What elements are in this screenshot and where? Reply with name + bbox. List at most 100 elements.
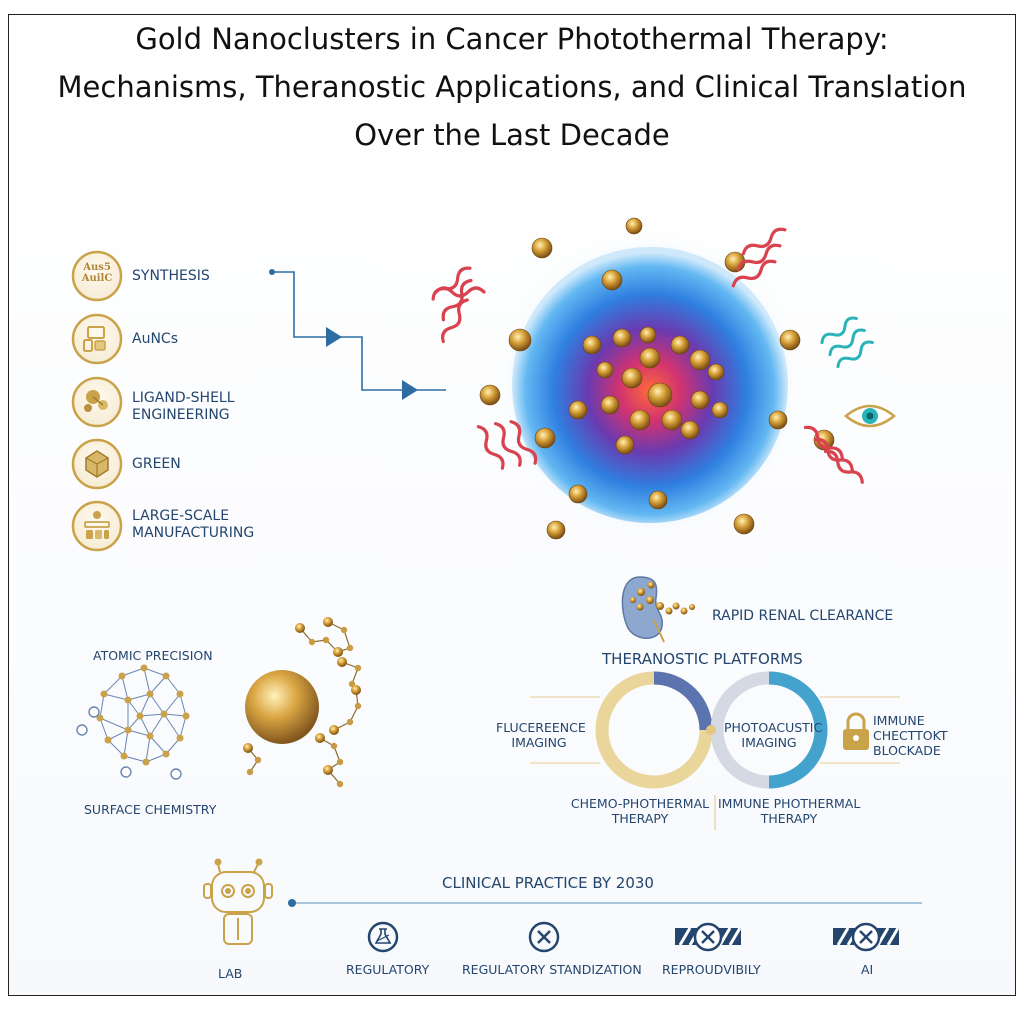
ligand-atom-0-1 bbox=[308, 638, 316, 646]
ligand-atom-1-1 bbox=[354, 664, 362, 672]
atom-9 bbox=[120, 752, 128, 760]
immune-line-2: CHECTTOKT bbox=[873, 728, 948, 743]
pipeline-label-auncs: AuNCs bbox=[132, 331, 178, 347]
nanocluster-29 bbox=[711, 401, 729, 419]
photoacoustic-line-1: PHOTOACUSTIC bbox=[724, 720, 823, 735]
ausg-auilc-emblem-icon bbox=[71, 250, 123, 302]
step-label-lab: LAB bbox=[218, 966, 243, 981]
label-fluorescence-imaging: FLUCEREENCE IMAGING bbox=[496, 720, 586, 750]
nanocluster-31 bbox=[596, 361, 614, 379]
ligand-atom-0-3 bbox=[333, 647, 343, 657]
nanocluster-0 bbox=[531, 237, 553, 259]
fluorescence-line-1: FLUCEREENCE bbox=[496, 720, 586, 735]
nanocluster-23 bbox=[661, 409, 683, 431]
atom-1 bbox=[118, 672, 126, 680]
ligand-atom-0-0 bbox=[295, 623, 305, 633]
ligand-atom-4-3 bbox=[351, 685, 361, 695]
nanocluster-10 bbox=[733, 513, 755, 535]
nanocluster-21 bbox=[600, 395, 620, 415]
clinical-title: CLINICAL PRACTICE BY 2030 bbox=[442, 874, 654, 892]
striped-cross-icon-1 bbox=[675, 922, 742, 952]
ligand-atom-4-0 bbox=[329, 725, 339, 735]
padlock-icon bbox=[843, 712, 869, 750]
atom-11 bbox=[96, 714, 104, 722]
teal-waves bbox=[820, 316, 874, 369]
ligand-atom-4-1 bbox=[346, 718, 354, 726]
nanocluster-7 bbox=[568, 484, 588, 504]
striped-cross-icon-2 bbox=[833, 922, 900, 952]
fluorescence-line-2: IMAGING bbox=[511, 735, 567, 750]
atomic-precision-network bbox=[76, 664, 190, 780]
nanocluster-17 bbox=[670, 335, 690, 355]
lab-equipment-icon bbox=[71, 313, 123, 365]
eye-icon bbox=[844, 404, 896, 428]
manufacturing-line-2: MANUFACTURING bbox=[132, 525, 255, 541]
factory-icon bbox=[71, 500, 123, 552]
emblem-line-1: Aus5 bbox=[83, 262, 111, 273]
atom-17 bbox=[136, 712, 144, 720]
nanocluster-4 bbox=[508, 328, 532, 352]
ligand-atom-3-1 bbox=[254, 756, 262, 764]
nanocluster-1 bbox=[625, 217, 643, 235]
ligand-atom-1-0 bbox=[337, 657, 347, 667]
step-label-regulatory: REGULATORY bbox=[346, 962, 430, 977]
nanocluster-24 bbox=[690, 390, 710, 410]
nanocluster-11 bbox=[779, 329, 801, 351]
flask-icon bbox=[367, 921, 399, 953]
ligand-atom-0-6 bbox=[323, 617, 333, 627]
emblem-text: Aus5 AuilC bbox=[74, 262, 120, 284]
nanocluster-8 bbox=[546, 520, 566, 540]
atom-13 bbox=[146, 690, 154, 698]
pipeline-label-green: GREEN bbox=[132, 456, 181, 472]
ligand-atom-0-2 bbox=[322, 636, 330, 644]
gold-nanoparticle-large bbox=[245, 670, 319, 744]
atom-2 bbox=[140, 664, 148, 672]
figure-frame bbox=[8, 14, 1016, 996]
nanocluster-2 bbox=[601, 269, 623, 291]
atom-10 bbox=[104, 736, 112, 744]
ligand-icon bbox=[71, 376, 123, 428]
nanocluster-18 bbox=[689, 349, 711, 371]
ligand-atom-0-4 bbox=[346, 644, 354, 652]
nanocluster-19 bbox=[647, 382, 673, 408]
theranostic-title: THERANOSTIC PLATFORMS bbox=[602, 650, 803, 668]
ligand-atom-2-2 bbox=[336, 758, 344, 766]
immune-therapy-line-1: IMMUNE PHOTHERMAL bbox=[718, 796, 861, 811]
title-line-2: Mechanisms, Theranostic Applications, an… bbox=[57, 70, 967, 104]
arrow-head-2 bbox=[402, 380, 418, 400]
outer-atom-1 bbox=[120, 766, 132, 778]
nanocluster-15 bbox=[612, 328, 632, 348]
atom-7 bbox=[162, 750, 170, 758]
ligand-atom-1-2 bbox=[348, 680, 356, 688]
atom-0 bbox=[100, 690, 108, 698]
atom-14 bbox=[160, 710, 168, 718]
nanocluster-27 bbox=[615, 435, 635, 455]
robot-icon bbox=[203, 858, 273, 945]
atom-4 bbox=[176, 690, 184, 698]
label-atomic-precision: ATOMIC PRECISION bbox=[93, 648, 213, 663]
ligand-chains bbox=[243, 617, 362, 788]
nanocluster-20 bbox=[621, 367, 643, 389]
label-photoacoustic-imaging: PHOTOACUSTIC IMAGING bbox=[724, 720, 823, 750]
nanocluster-30 bbox=[639, 326, 657, 344]
chemo-line-2: THERAPY bbox=[611, 811, 669, 826]
nanocluster-13 bbox=[768, 410, 788, 430]
label-chemo-photothermal: CHEMO-PHOTHERMAL THERAPY bbox=[570, 796, 710, 826]
label-immune-blockade: IMMUNE CHECTTOKT BLOCKADE bbox=[873, 713, 948, 758]
atom-3 bbox=[162, 672, 170, 680]
title-line-3: Over the Last Decade bbox=[354, 118, 670, 152]
immune-therapy-line-2: THERAPY bbox=[760, 811, 818, 826]
nanocluster-14 bbox=[582, 335, 602, 355]
pipeline-label-ligand: LIGAND-SHELL ENGINEERING bbox=[132, 390, 235, 424]
ligand-line-1: LIGAND-SHELL bbox=[132, 390, 235, 406]
emblem-line-2: AuilC bbox=[81, 273, 113, 284]
ligand-atom-4-2 bbox=[354, 702, 362, 710]
nanocluster-5 bbox=[479, 384, 501, 406]
nanocluster-22 bbox=[629, 409, 651, 431]
label-immune-photothermal: IMMUNE PHOTHERMAL THERAPY bbox=[718, 796, 860, 826]
